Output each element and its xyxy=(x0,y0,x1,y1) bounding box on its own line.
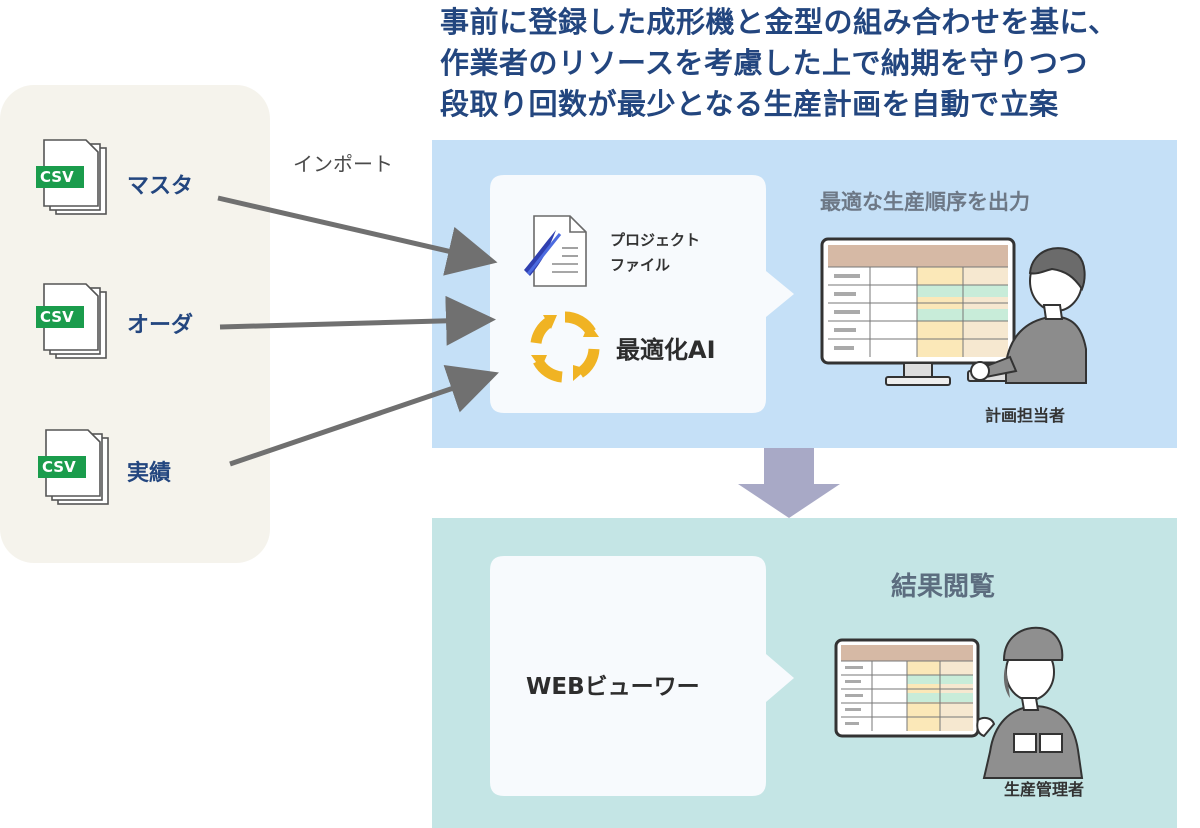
headline-line-3: 段取り回数が最少となる生産計画を自動で立案 xyxy=(440,87,1059,121)
csv-badge-order: CSV xyxy=(40,308,74,326)
csv-badge-master: CSV xyxy=(40,168,74,186)
source-label-master: マスタ xyxy=(127,174,194,199)
ai-cycle-icon xyxy=(530,311,600,383)
headline: 事前に登録した成形機と金型の組み合わせを基に、 作業者のリソースを考慮した上で納… xyxy=(440,2,1195,125)
optimizer-ai-label: 最適化AI xyxy=(616,336,716,364)
csv-file-icon-order xyxy=(36,283,107,359)
source-label-order: オーダ xyxy=(127,313,194,338)
headline-line-2: 作業者のリソースを考慮した上で納期を守りつつ xyxy=(440,46,1088,80)
output-title: 最適な生産順序を出力 xyxy=(820,190,1030,214)
manager-tablet xyxy=(834,626,1084,779)
project-file-label: プロジェクト ファイル xyxy=(610,228,700,278)
project-file-label-line-2: ファイル xyxy=(610,256,671,274)
manager-role-label: 生産管理者 xyxy=(1004,780,1085,799)
csv-file-icon-master xyxy=(36,139,107,215)
planner-monitor xyxy=(820,237,1087,386)
arrow-master-to-optimizer xyxy=(217,195,498,276)
headline-line-1: 事前に登録した成形機と金型の組み合わせを基に、 xyxy=(440,5,1118,39)
down-arrow-icon xyxy=(738,448,840,518)
project-file-icon xyxy=(524,215,587,287)
import-label: インポート xyxy=(293,152,393,176)
web-viewer-label: WEBビューワー xyxy=(526,674,700,700)
arrow-order-to-optimizer xyxy=(219,295,496,346)
project-file-label-line-1: プロジェクト xyxy=(610,231,701,249)
web-viewer-box xyxy=(490,556,794,796)
csv-badge-results: CSV xyxy=(42,458,76,476)
source-label-results: 実績 xyxy=(127,461,172,486)
csv-file-icon-results xyxy=(38,429,109,505)
viewer-title: 結果閲覧 xyxy=(891,572,996,602)
arrow-results-to-optimizer xyxy=(229,364,499,467)
planner-role-label: 計画担当者 xyxy=(985,406,1066,425)
